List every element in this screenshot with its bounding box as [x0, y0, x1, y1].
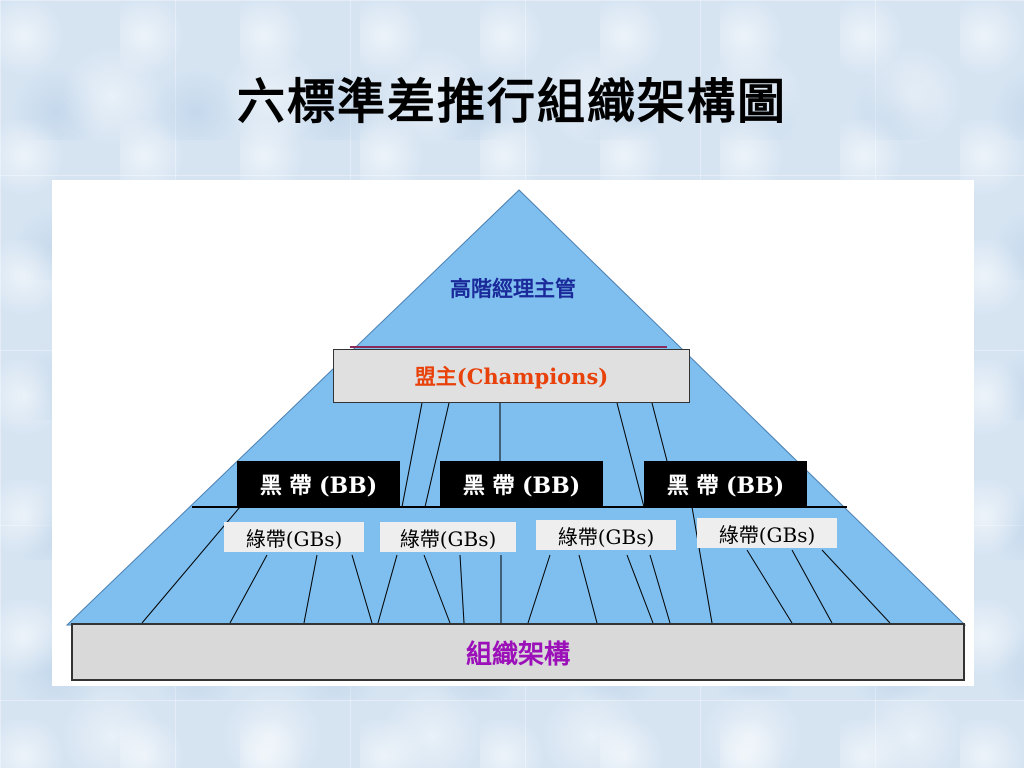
green-belt-box: 綠帶(GBs): [697, 518, 837, 548]
black-belt-label: 黑 帶 (BB): [462, 473, 581, 499]
black-belt-box: 黑 帶 (BB): [644, 461, 807, 507]
radial-line: [649, 554, 671, 624]
green-belt-box: 綠帶(GBs): [224, 522, 364, 552]
black-belt-label: 黑 帶 (BB): [666, 473, 785, 499]
radial-line: [423, 554, 451, 624]
green-belt-label: 綠帶(GBs): [399, 526, 497, 551]
radial-line: [229, 554, 268, 624]
connector-line: [651, 402, 668, 462]
green-belt-label: 綠帶(GBs): [718, 522, 816, 547]
radial-line: [141, 506, 241, 624]
organization-label: 組織架構: [465, 639, 570, 670]
pyramid-graphic: [65, 189, 967, 626]
radial-line: [351, 554, 373, 624]
radial-line: [527, 554, 551, 624]
green-belt-label: 綠帶(GBs): [557, 524, 655, 549]
org-pyramid-diagram: 高階經理主管 盟主(Champions) 黑 帶 (BB) 黑 帶 (BB) 黑…: [52, 180, 974, 686]
green-belt-box: 綠帶(GBs): [536, 520, 676, 550]
radial-line: [691, 506, 713, 624]
black-belt-label: 黑 帶 (BB): [259, 473, 378, 499]
pyramid-shape: [65, 189, 967, 626]
radial-line: [791, 549, 833, 624]
radial-line: [578, 554, 598, 624]
radial-line: [746, 549, 793, 624]
connector-line: [424, 402, 450, 508]
connector-line: [616, 402, 645, 508]
black-belt-box: 黑 帶 (BB): [237, 461, 400, 507]
black-belt-box: 黑 帶 (BB): [440, 461, 603, 507]
organization-base-box: 組織架構: [71, 623, 965, 681]
connector-line: [401, 402, 423, 508]
champions-label: 盟主(Champions): [414, 364, 609, 389]
green-belt-box: 綠帶(GBs): [380, 522, 516, 552]
champions-box: 盟主(Champions): [333, 349, 690, 403]
slide-title: 六標準差推行組織架構圖: [236, 74, 787, 130]
radial-line: [821, 549, 891, 624]
radial-line: [377, 554, 398, 624]
top-management-label: 高階經理主管: [450, 276, 576, 301]
green-belt-label: 綠帶(GBs): [245, 526, 343, 551]
radial-line: [303, 554, 318, 624]
radial-line: [626, 554, 654, 624]
radial-line: [459, 554, 465, 624]
